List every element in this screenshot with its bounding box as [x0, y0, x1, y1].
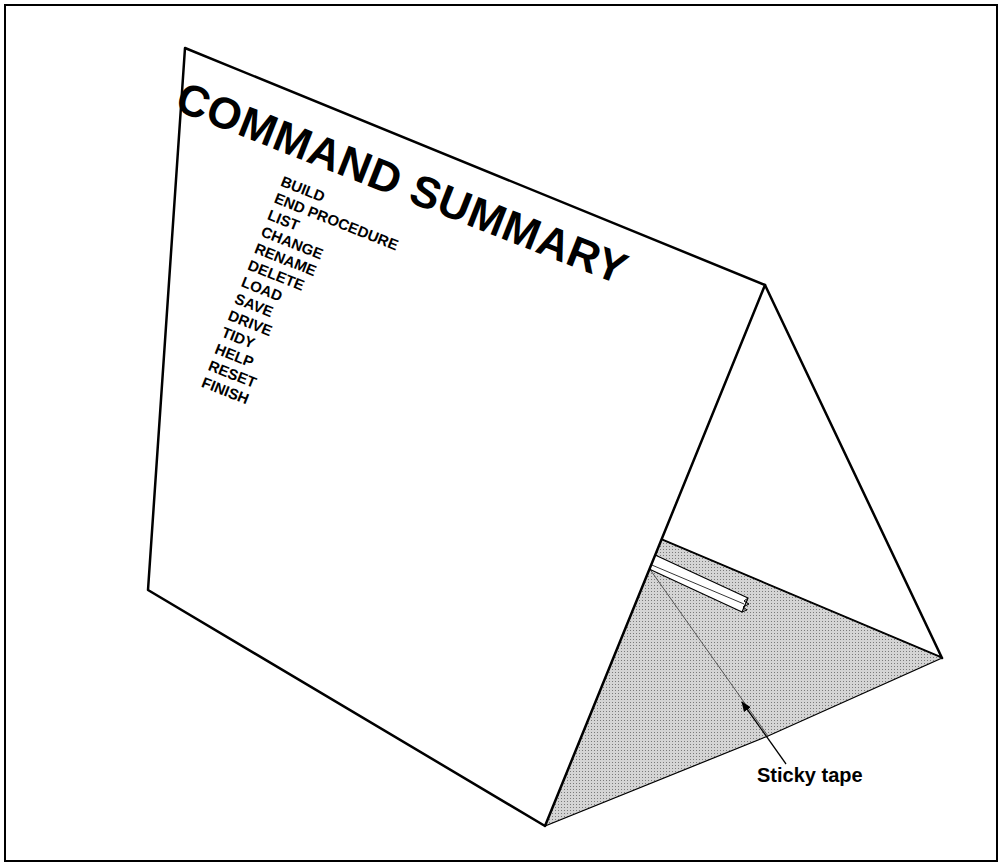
card-heading: COMMAND SUMMARY	[170, 72, 635, 294]
card-front-face	[148, 48, 765, 826]
leader-line	[742, 702, 786, 764]
command-name: LOAD	[239, 273, 574, 419]
command-name: HELP	[212, 340, 547, 486]
command-name: DRIVE	[226, 306, 561, 452]
command-name: RESET	[206, 357, 541, 503]
part-label: Sticky tape	[757, 764, 863, 787]
command-name: TIDY	[219, 323, 554, 469]
tape-torn-end	[742, 598, 749, 612]
tape-edge	[640, 560, 744, 604]
command-card: COMMAND SUMMARYBUILDEND PROCEDURELISTCHA…	[81, 72, 635, 520]
outer-frame	[5, 5, 997, 861]
command-name: DELETE	[245, 256, 580, 402]
command-name: FINISH	[199, 373, 534, 519]
command-name: SAVE	[232, 290, 567, 436]
